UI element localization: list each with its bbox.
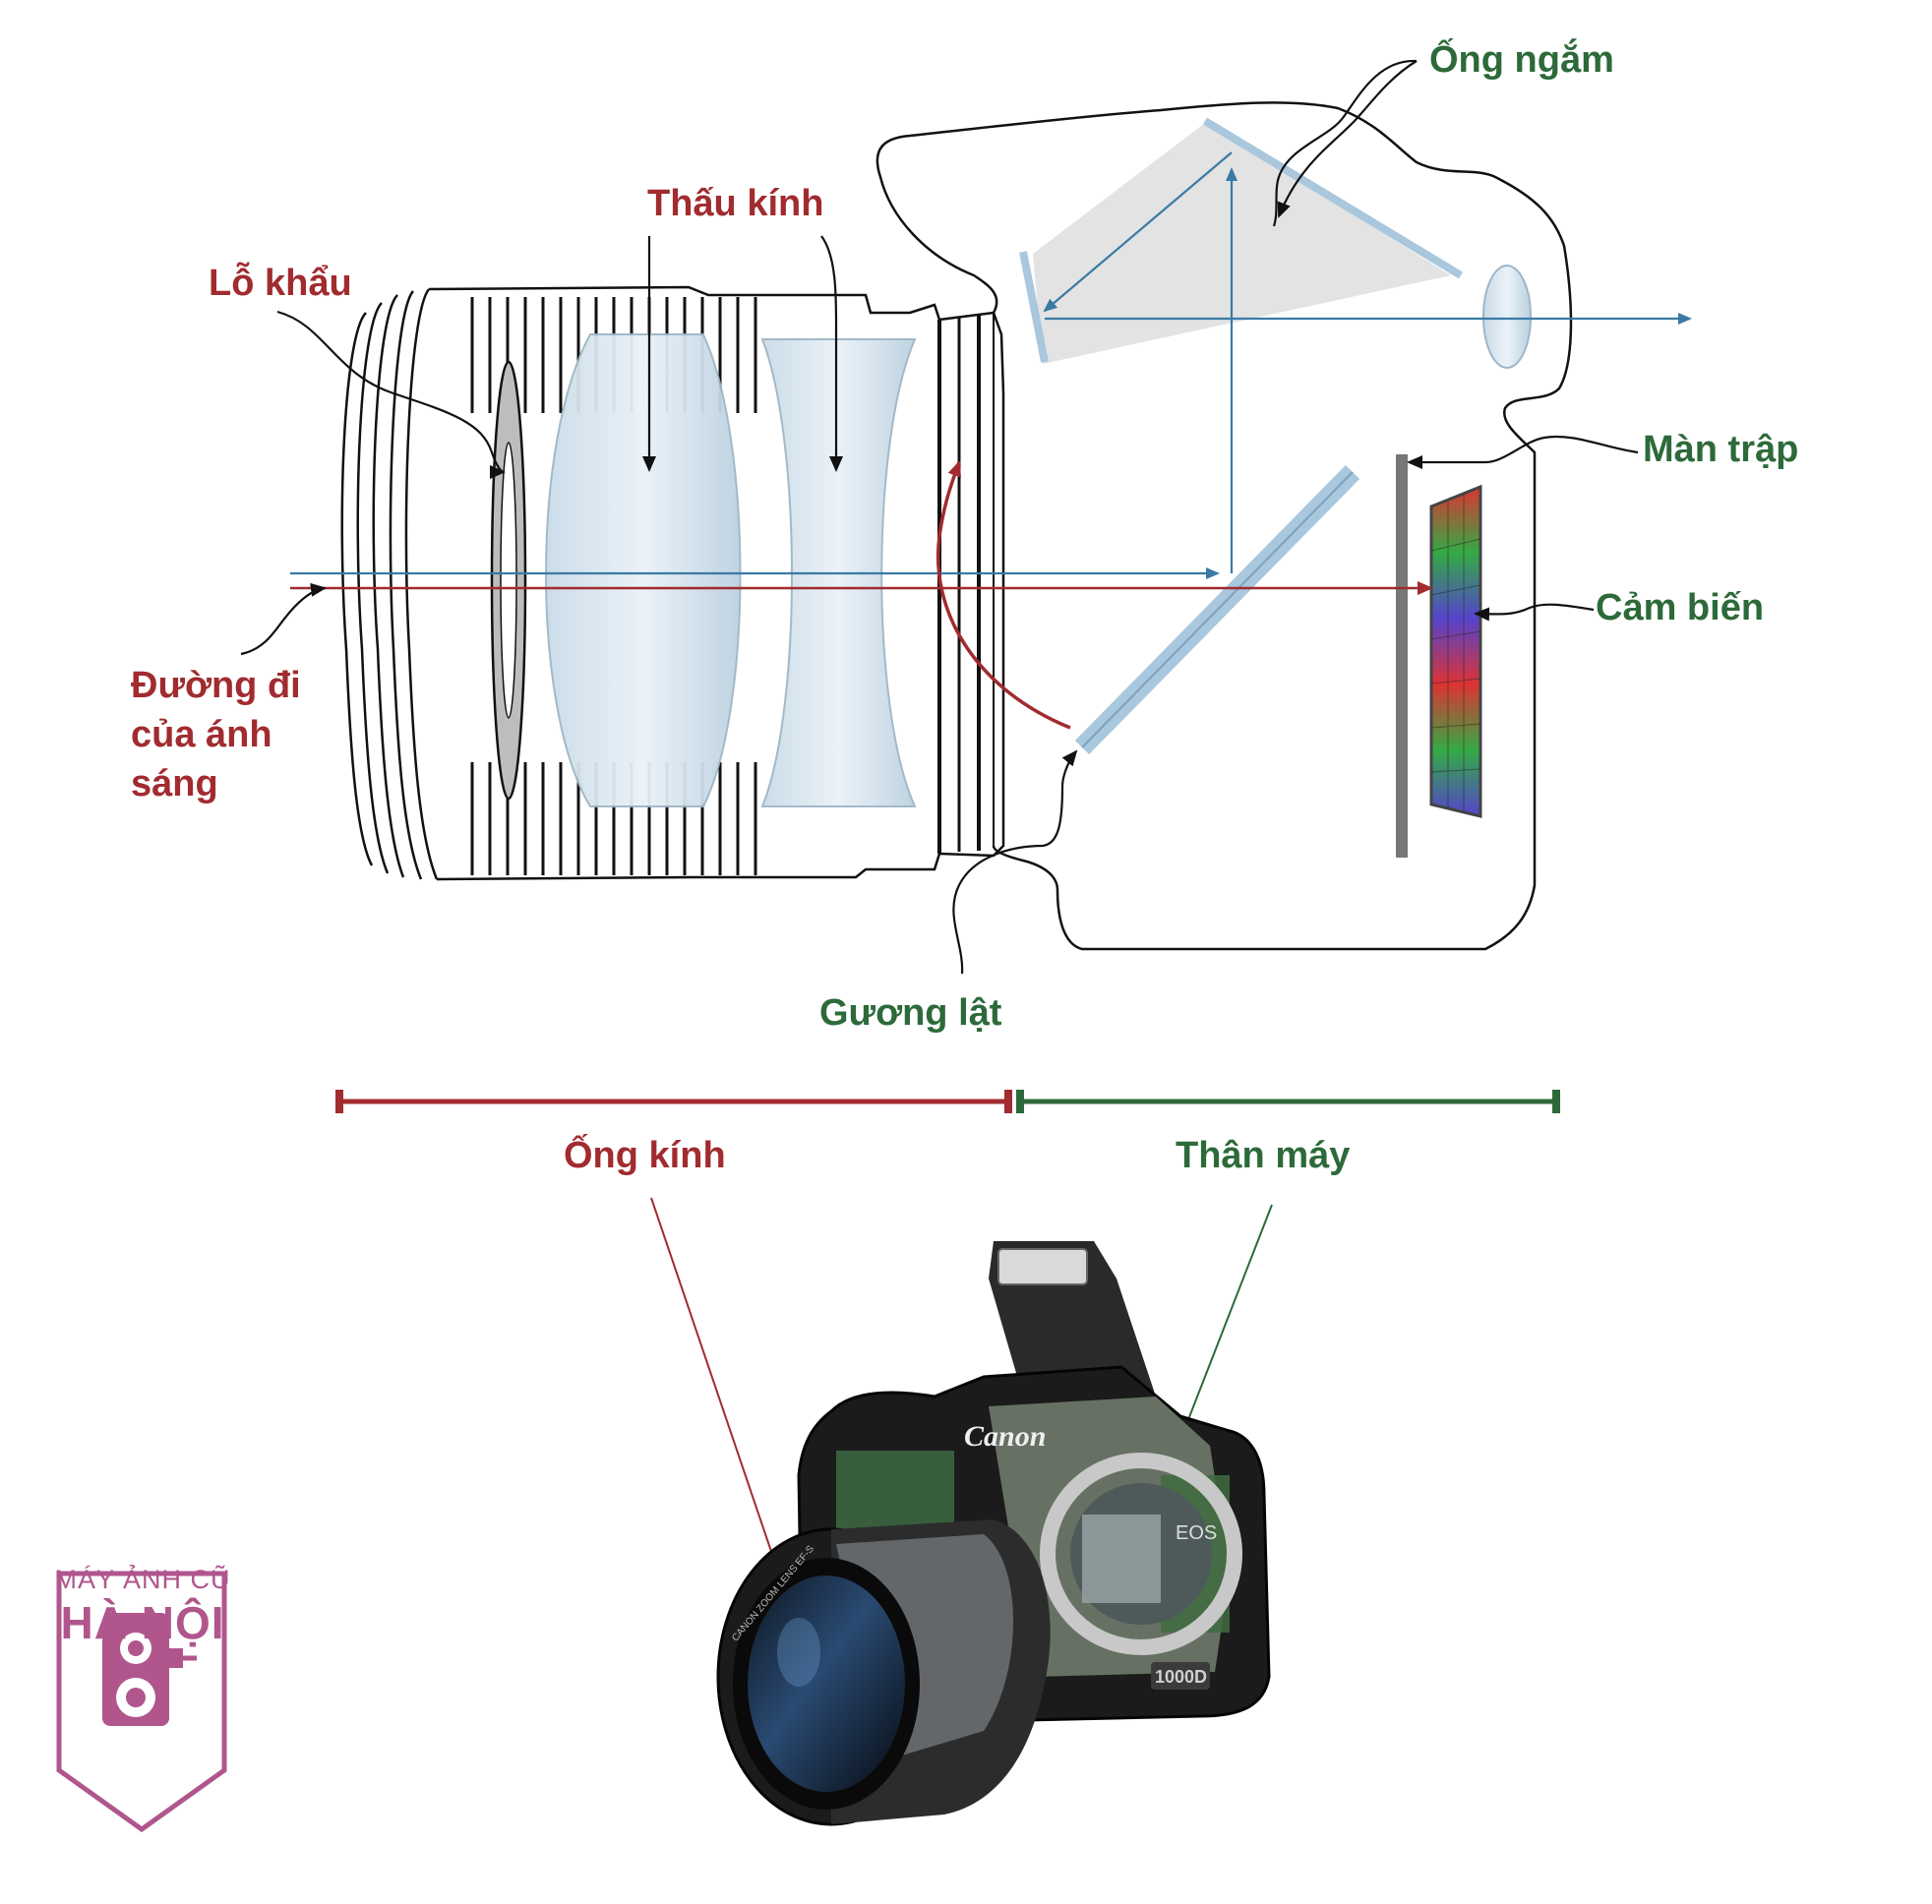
label-lens-elements: Thấu kính (647, 183, 824, 224)
light-path-viewfinder (290, 151, 1692, 579)
body-pointer-line (1173, 1204, 1273, 1458)
shutter-curtain (1396, 454, 1408, 858)
image-sensor (1429, 484, 1482, 818)
logo-text: MÁY ẢNH CŨ HÀ NỘI (51, 1562, 234, 1648)
label-flip-mirror: Gương lật (819, 992, 1002, 1034)
prism-mirror-front (1019, 251, 1049, 363)
lens-section-bracket (335, 1090, 1012, 1113)
pentaprism (1033, 123, 1451, 364)
body-section-bracket (1016, 1090, 1560, 1113)
light-path-exposure (290, 460, 1433, 730)
photo-model-text: 1000D (1155, 1667, 1207, 1687)
label-light-path: Đường đi của ánh sáng (131, 665, 301, 804)
label-lens-section: Ống kính (564, 1135, 726, 1176)
photo-series-text: EOS (1176, 1522, 1217, 1544)
label-sensor: Cảm biến (1596, 587, 1765, 628)
eyepiece-lens (1482, 265, 1532, 369)
camera-body-outline (875, 101, 1573, 951)
logo-line-1: MÁY ẢNH CŨ (54, 1565, 231, 1594)
logo-badge (56, 1571, 227, 1833)
camera-cutaway-photo: Canon EOS 1000D CANON ZOOM LENS EF-S (716, 1241, 1271, 1826)
label-body-section: Thân máy (1176, 1135, 1351, 1176)
logo-line-2: HÀ NỘI (60, 1597, 225, 1648)
prism-mirror-top (1202, 117, 1464, 279)
label-viewfinder: Ống ngắm (1429, 39, 1614, 81)
lens-element-convex (545, 333, 742, 807)
callout-leaders (240, 59, 1639, 975)
label-aperture: Lỗ khẩu (209, 263, 352, 304)
photo-brand-text: Canon (964, 1420, 1046, 1453)
aperture-opening (500, 442, 517, 719)
label-shutter: Màn trập (1643, 429, 1799, 470)
